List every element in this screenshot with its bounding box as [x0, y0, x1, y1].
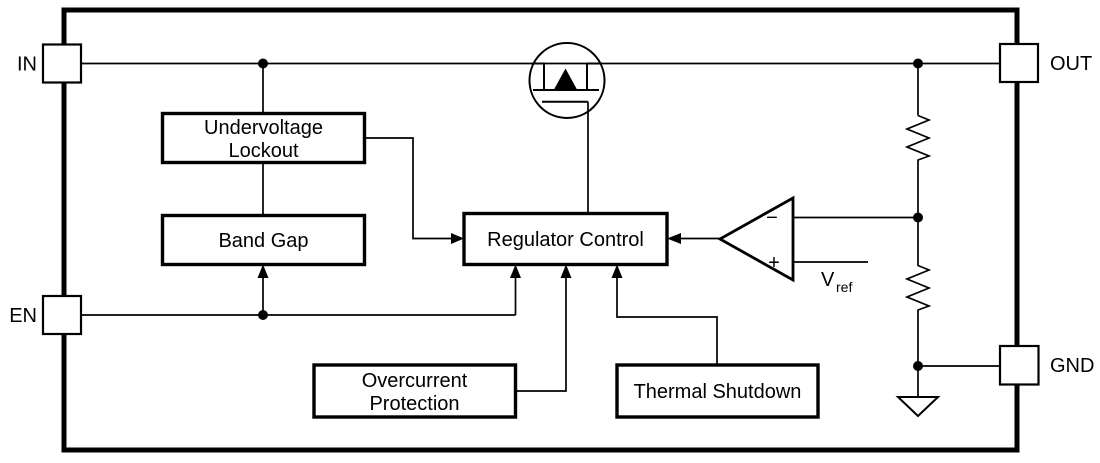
junction-feedback-node: [913, 212, 923, 223]
arrow-into-bandgap-bottom-icon: [257, 264, 269, 278]
block-regulator-control: Regulator Control: [462, 211, 669, 267]
arrowheads: [257, 233, 681, 278]
block-undervoltage-lockout: Undervoltage Lockout: [160, 111, 367, 165]
pin-gnd: GND: [998, 344, 1094, 386]
thermal-shutdown-box: [615, 363, 820, 419]
pin-in: IN: [17, 43, 83, 84]
wire-uvlo-to-regctrl: [364, 137, 452, 240]
arrow-thermal-into-regctrl-icon: [611, 264, 623, 278]
feedback-resistor-bottom-icon: [904, 264, 932, 311]
arrow-into-regctrl-left-icon: [451, 233, 464, 244]
junction-in-rail: [258, 58, 268, 69]
junction-en-rail: [258, 310, 268, 320]
band-gap-label: Band Gap: [218, 230, 308, 252]
vref-label: V ref: [821, 269, 852, 295]
pmos-pass-transistor-icon: [528, 42, 606, 119]
out-pin-box: [998, 42, 1040, 84]
ic-boundary-box: [61, 7, 1020, 453]
block-thermal-shutdown: Thermal Shutdown: [615, 363, 820, 419]
arrow-en-into-regctrl-icon: [510, 264, 521, 278]
transistor-circle: [528, 42, 606, 119]
vref-symbol: V: [821, 269, 835, 291]
wire-thermal-to-regctrl: [616, 278, 718, 365]
arrow-into-regctrl-right-icon: [667, 233, 681, 244]
undervoltage-lockout-label-line1: Undervoltage: [204, 117, 323, 139]
pin-out: OUT: [998, 42, 1092, 84]
comparator-plus-sign: +: [768, 252, 780, 274]
undervoltage-lockout-box: [160, 111, 367, 165]
overcurrent-protection-label-line2: Protection: [369, 393, 459, 415]
out-pin-label: OUT: [1050, 53, 1092, 75]
in-pin-label: IN: [17, 54, 37, 76]
vref-subscript: ref: [836, 279, 852, 295]
en-pin-label: EN: [9, 305, 37, 327]
error-amplifier-icon: − +: [717, 195, 795, 283]
junction-gnd-node: [913, 361, 923, 371]
arrow-ocp-into-regctrl-icon: [560, 264, 572, 278]
thermal-shutdown-label: Thermal Shutdown: [634, 381, 802, 403]
block-overcurrent-protection: Overcurrent Protection: [312, 363, 518, 419]
overcurrent-protection-box: [312, 363, 518, 419]
gnd-pin-box: [998, 344, 1040, 386]
regulator-control-box: [462, 211, 669, 267]
junction-out-rail: [913, 58, 923, 69]
gnd-pin-label: GND: [1050, 355, 1094, 377]
undervoltage-lockout-label-line2: Lockout: [228, 140, 298, 162]
transistor-source-drain-bars: [531, 62, 602, 90]
ground-symbol-icon: [895, 396, 941, 418]
wire-ocp-to-regctrl: [515, 278, 567, 392]
transistor-body-arrow: [554, 68, 577, 90]
in-pin-box: [41, 43, 83, 84]
wires: [81, 62, 1000, 397]
block-band-gap: Band Gap: [160, 213, 367, 267]
comparator-triangle: [717, 195, 795, 283]
overcurrent-protection-label-line1: Overcurrent: [362, 370, 468, 392]
feedback-resistor-top-icon: [904, 114, 932, 161]
regulator-control-label: Regulator Control: [487, 229, 644, 251]
pin-en: EN: [9, 294, 83, 336]
band-gap-box: [160, 213, 367, 267]
comparator-minus-sign: −: [766, 207, 778, 229]
junction-dots: [258, 58, 923, 371]
en-pin-box: [41, 294, 83, 336]
